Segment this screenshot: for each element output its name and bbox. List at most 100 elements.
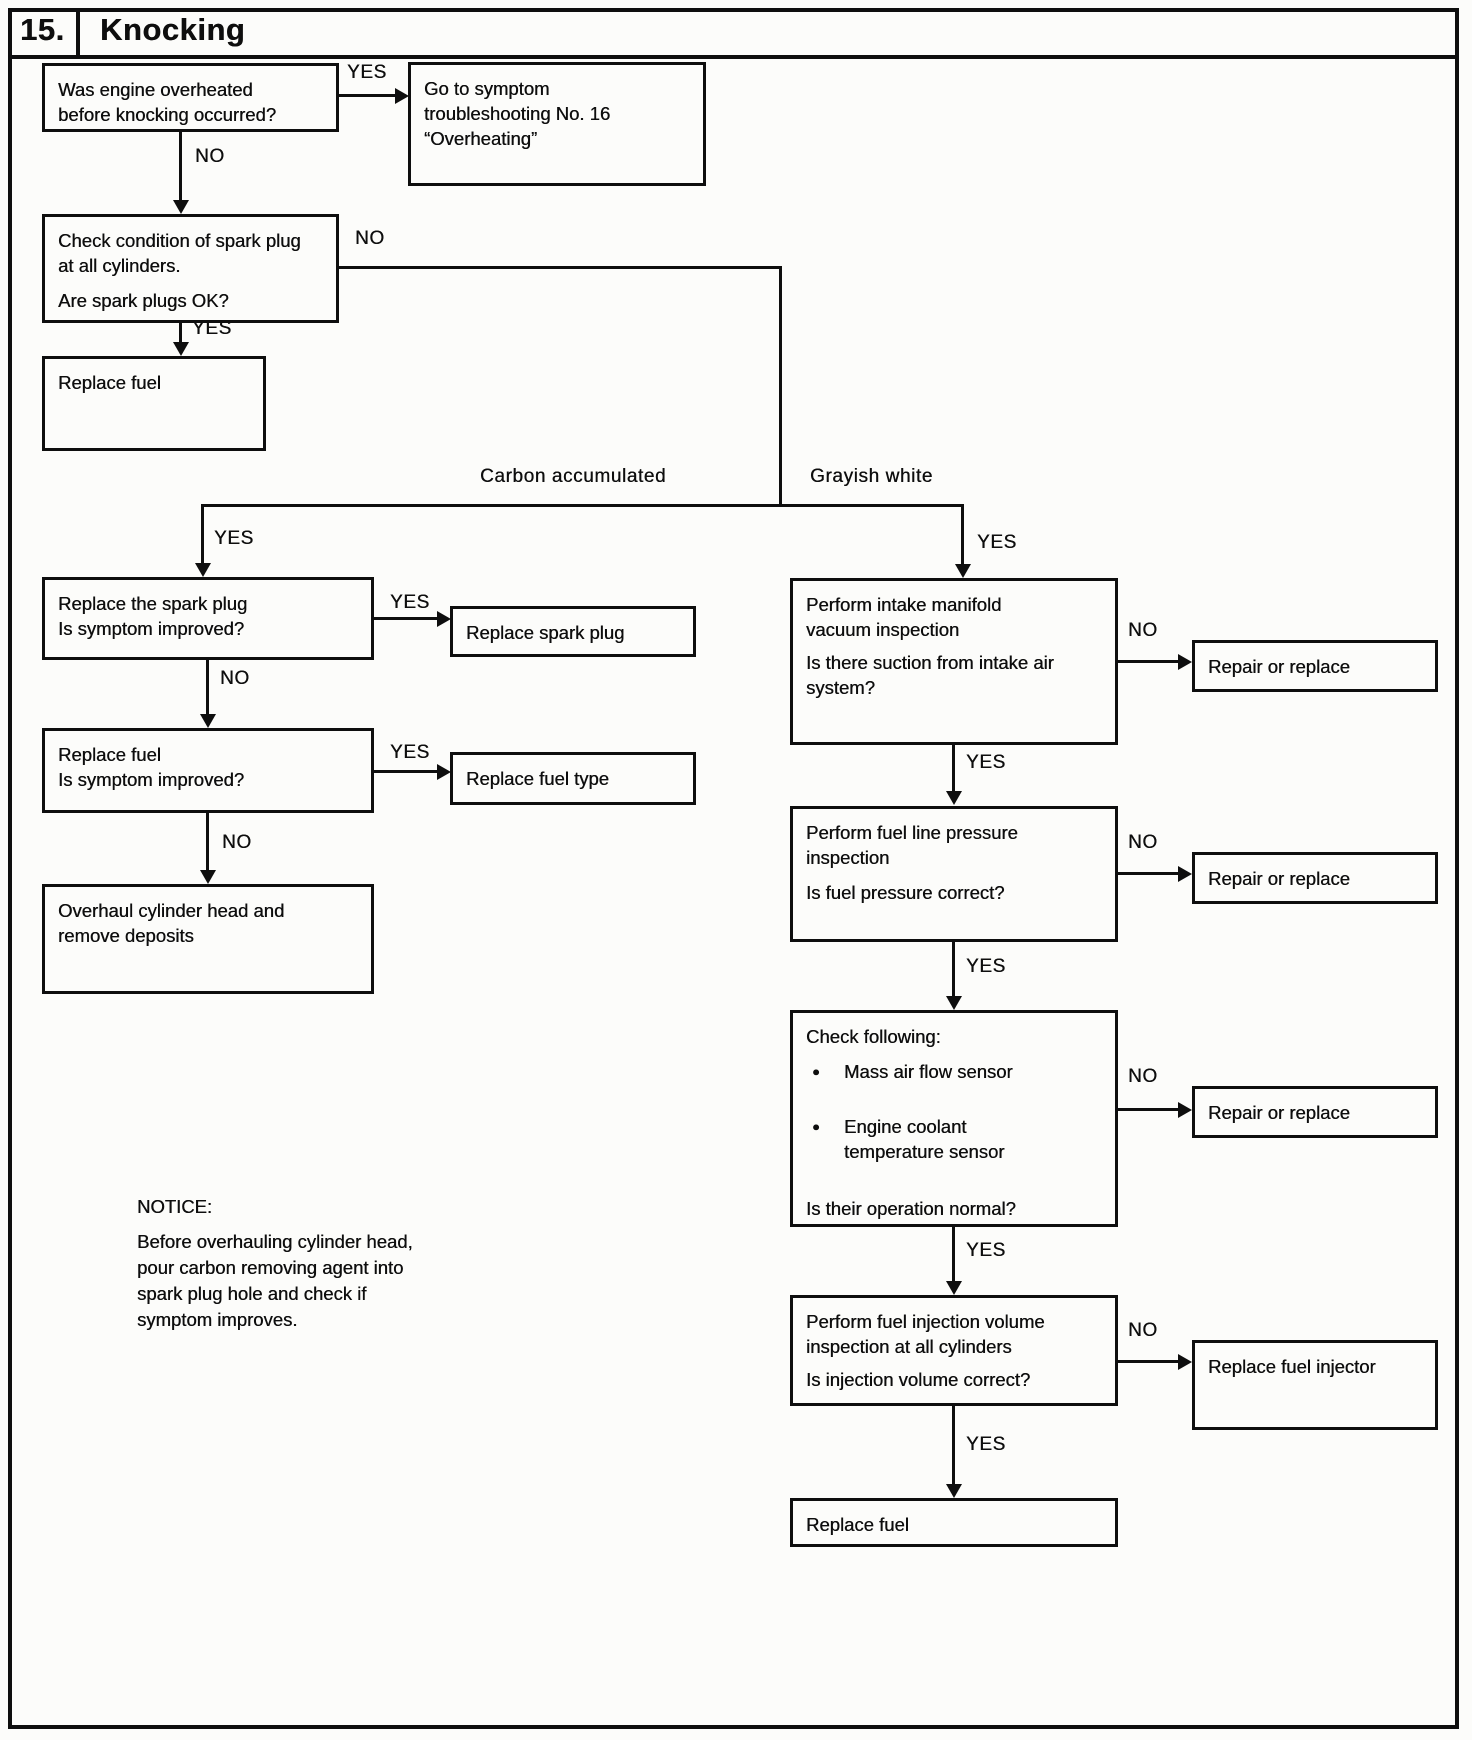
flow-node-intake-manifold-vacuum: Perform intake manifold vacuum inspectio… — [790, 578, 1118, 745]
connector-line — [374, 770, 437, 773]
arrow-right-icon — [437, 611, 451, 627]
edge-label-grayish-white: Grayish white — [810, 466, 933, 487]
connector-line — [201, 504, 204, 563]
title-cell-divider — [76, 8, 80, 55]
flow-node-goto-overheating: Go to symptom troubleshooting No. 16 “Ov… — [408, 62, 706, 186]
node-text-line: Perform intake manifold — [806, 594, 1002, 615]
page-title: Knocking — [100, 12, 246, 47]
node-text-line: Was engine overheated — [58, 79, 253, 100]
flow-node-replace-fuel-type: Replace fuel type — [450, 752, 696, 805]
node-text-line: Is injection volume correct? — [806, 1369, 1031, 1390]
node-text-line: Perform fuel injection volume — [806, 1311, 1045, 1332]
node-text-line: Is symptom improved? — [58, 618, 245, 639]
bullet-icon: ● — [812, 1064, 820, 1079]
arrow-down-icon — [173, 342, 189, 356]
bullet-item: ● Engine coolant temperature sensor — [806, 1114, 1102, 1164]
node-text-line: at all cylinders. — [58, 255, 181, 276]
edge-label-no: NO — [1128, 620, 1158, 641]
page-border — [8, 8, 1459, 1729]
arrow-down-icon — [946, 1484, 962, 1498]
node-text-line: “Overheating” — [424, 128, 538, 149]
arrow-down-icon — [200, 714, 216, 728]
flow-node-engine-overheated-question: Was engine overheated before knocking oc… — [42, 63, 339, 132]
notice-block: NOTICE: Before overhauling cylinder head… — [137, 1194, 413, 1333]
node-text-line: Engine coolant — [844, 1116, 967, 1137]
edge-label-no: NO — [222, 832, 252, 853]
edge-label-yes: YES — [214, 528, 254, 549]
node-text-line: Repair or replace — [1208, 656, 1350, 677]
notice-line: pour carbon removing agent into — [137, 1257, 404, 1278]
arrow-down-icon — [946, 1281, 962, 1295]
node-text-line: temperature sensor — [844, 1141, 1005, 1162]
notice-line: spark plug hole and check if — [137, 1283, 367, 1304]
arrow-right-icon — [437, 764, 451, 780]
node-text-line: remove deposits — [58, 925, 194, 946]
node-text-line: Replace fuel — [58, 372, 161, 393]
node-text-line: Overhaul cylinder head and — [58, 900, 285, 921]
connector-line — [952, 1227, 955, 1282]
edge-label-no: NO — [1128, 832, 1158, 853]
node-text-line: Replace the spark plug — [58, 593, 248, 614]
node-text-line: Check following: — [806, 1026, 941, 1047]
flow-node-replace-fuel-2: Replace fuel — [790, 1498, 1118, 1547]
title-underline — [8, 55, 1459, 59]
flow-node-check-spark-plugs: Check condition of spark plug at all cyl… — [42, 214, 339, 323]
bullet-item: ● Mass air flow sensor — [806, 1059, 1102, 1084]
flow-node-replace-fuel-injector: Replace fuel injector — [1192, 1340, 1438, 1430]
arrow-right-icon — [1178, 1354, 1192, 1370]
edge-label-yes: YES — [966, 956, 1006, 977]
edge-label-no: NO — [1128, 1066, 1158, 1087]
node-text-line: Go to symptom — [424, 78, 550, 99]
edge-label-yes: YES — [977, 532, 1017, 553]
edge-label-yes: YES — [390, 742, 430, 763]
edge-label-no: NO — [195, 146, 225, 167]
connector-line — [1118, 1360, 1179, 1363]
connector-line — [206, 813, 209, 871]
node-text-line: inspection at all cylinders — [806, 1336, 1012, 1357]
node-text-line: before knocking occurred? — [58, 104, 277, 125]
edge-label-yes: YES — [347, 62, 387, 83]
node-text-line: Check condition of spark plug — [58, 230, 301, 251]
flow-node-replace-fuel-1: Replace fuel — [42, 356, 266, 451]
flow-node-fuel-injection-volume: Perform fuel injection volume inspection… — [790, 1295, 1118, 1406]
connector-line — [779, 266, 782, 507]
node-text-line: Mass air flow sensor — [844, 1061, 1013, 1082]
node-text-line: system? — [806, 677, 875, 698]
edge-label-no: NO — [355, 228, 385, 249]
flow-node-replace-spark-plug: Replace spark plug — [450, 606, 696, 657]
node-text-line: Perform fuel line pressure — [806, 822, 1018, 843]
node-text-line: Are spark plugs OK? — [58, 290, 229, 311]
node-text-line: Is their operation normal? — [806, 1198, 1016, 1219]
node-text-line: inspection — [806, 847, 890, 868]
flow-node-repair-or-replace-3: Repair or replace — [1192, 1086, 1438, 1138]
connector-line — [201, 504, 964, 507]
node-text-line: troubleshooting No. 16 — [424, 103, 611, 124]
edge-label-no: NO — [220, 668, 250, 689]
flow-node-fuel-line-pressure: Perform fuel line pressure inspection Is… — [790, 806, 1118, 942]
connector-line — [1118, 872, 1179, 875]
node-text-line: Replace fuel — [806, 1514, 909, 1535]
arrow-down-icon — [946, 791, 962, 805]
node-text-line: Replace spark plug — [466, 622, 625, 643]
flow-node-repair-or-replace-2: Repair or replace — [1192, 852, 1438, 904]
edge-label-carbon-accumulated: Carbon accumulated — [480, 466, 667, 487]
connector-line — [1118, 660, 1179, 663]
node-text-line: Replace fuel type — [466, 768, 609, 789]
connector-line — [339, 266, 782, 269]
connector-line — [339, 94, 395, 97]
node-text-line: vacuum inspection — [806, 619, 960, 640]
connector-line — [374, 617, 437, 620]
arrow-right-icon — [395, 88, 409, 104]
flow-node-overhaul-cylinder-head: Overhaul cylinder head and remove deposi… — [42, 884, 374, 994]
arrow-down-icon — [195, 563, 211, 577]
notice-heading: NOTICE: — [137, 1196, 213, 1217]
node-text-line: Replace fuel injector — [1208, 1356, 1376, 1377]
node-text-line: Repair or replace — [1208, 1102, 1350, 1123]
flow-node-replace-spark-plug-question: Replace the spark plug Is symptom improv… — [42, 577, 374, 660]
connector-line — [179, 132, 182, 201]
node-text-line: Is there suction from intake air — [806, 652, 1054, 673]
connector-line — [961, 504, 964, 564]
connector-line — [206, 660, 209, 715]
bullet-text: Engine coolant temperature sensor — [844, 1114, 1004, 1164]
